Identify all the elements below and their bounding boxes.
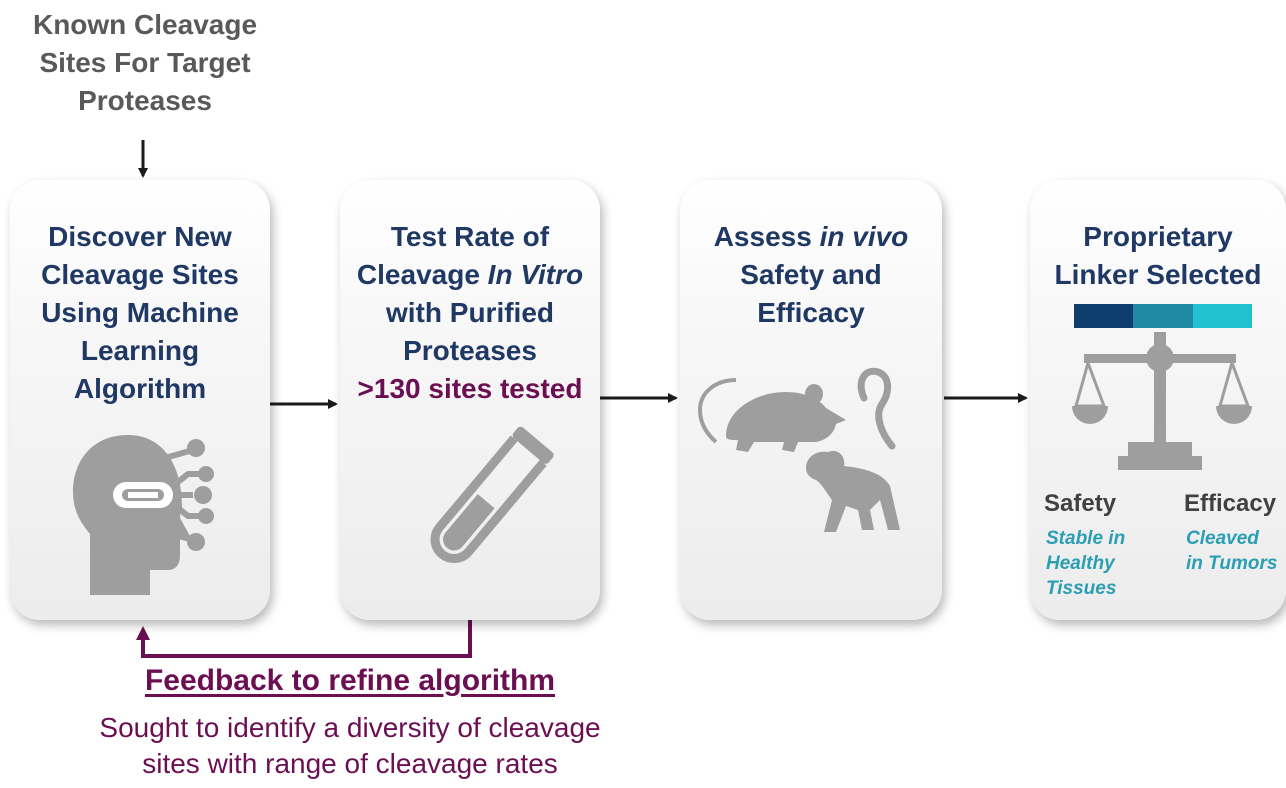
- input-label-known-cleavage-sites: Known Cleavage Sites For Target Protease…: [20, 6, 270, 120]
- feedback-loop-arrow: [136, 620, 472, 658]
- step-title-line: Safety and: [740, 259, 882, 290]
- step-title: Discover New Cleavage Sites Using Machin…: [10, 218, 270, 408]
- ai-head-icon: [73, 435, 214, 595]
- step-title-line: Efficacy: [757, 297, 865, 328]
- color-bar: [1074, 304, 1252, 328]
- safety-description-line: Healthy: [1046, 553, 1115, 574]
- step-box-discover: Discover New Cleavage Sites Using Machin…: [10, 180, 270, 620]
- step-title-line: Proprietary: [1083, 221, 1233, 252]
- step-title-line: Using Machine: [41, 297, 239, 328]
- step-title-line: Discover New: [48, 221, 232, 252]
- safety-description-line: Tissues: [1046, 578, 1117, 599]
- input-label-line: Sites For Target: [39, 47, 251, 78]
- step-title-italic: in vivo: [819, 221, 909, 252]
- step-title-text: Cleavage: [356, 259, 488, 290]
- balance-scale-icon: [1072, 332, 1252, 470]
- step-title-line: Test Rate of: [390, 221, 550, 252]
- step-title-line: Learning: [80, 335, 200, 366]
- safety-label: Safety: [1044, 490, 1117, 517]
- color-bar-segment: [1133, 304, 1193, 328]
- step-title-italic: In Vitro: [487, 259, 584, 290]
- efficacy-description-line: in Tumors: [1186, 553, 1278, 574]
- mouse-monkey-icon: [697, 367, 900, 532]
- step-title-line: Proteases: [403, 335, 537, 366]
- efficacy-label: Efficacy: [1184, 490, 1277, 517]
- step-box-test-rate: Test Rate of Cleavage In Vitro with Puri…: [340, 180, 600, 620]
- efficacy-description-line: Cleaved: [1186, 528, 1259, 549]
- sites-tested-count: >130 sites tested: [357, 373, 583, 404]
- feedback-description: Sought to identify a diversity of cleava…: [10, 710, 690, 782]
- input-label-line: Proteases: [78, 85, 212, 116]
- step-title-line: with Purified: [386, 297, 554, 328]
- feedback-description-line: Sought to identify a diversity of cleava…: [99, 712, 601, 743]
- step-title-line: Cleavage Sites: [41, 259, 239, 290]
- feedback-title: Feedback to refine algorithm: [144, 664, 556, 697]
- step-title-text: Assess: [713, 221, 820, 252]
- feedback-description-line: sites with range of cleavage rates: [142, 748, 558, 779]
- step-title: Test Rate of Cleavage In Vitro with Puri…: [340, 218, 600, 408]
- test-tube-icon: [430, 426, 554, 563]
- step-box-assess: Assess in vivo Safety and Efficacy: [680, 180, 942, 620]
- step-title-line: Assess in vivo: [680, 218, 942, 256]
- input-label-line: Known Cleavage: [32, 9, 258, 40]
- step-title-line: Cleavage In Vitro: [340, 256, 600, 294]
- efficacy-description: Cleaved in Tumors: [1186, 526, 1278, 576]
- color-bar-segment: [1192, 304, 1252, 328]
- safety-description: Stable in Healthy Tissues: [1046, 526, 1125, 601]
- step-title-line: Linker Selected: [1054, 259, 1262, 290]
- step-title: Proprietary Linker Selected: [1030, 218, 1286, 294]
- color-bar-segment: [1074, 304, 1134, 328]
- step-title: Assess in vivo Safety and Efficacy: [680, 218, 942, 332]
- step-title-line: Algorithm: [73, 373, 207, 404]
- step-box-linker-selected: Proprietary Linker Selected Safety Effic…: [1030, 180, 1286, 620]
- safety-description-line: Stable in: [1046, 528, 1126, 549]
